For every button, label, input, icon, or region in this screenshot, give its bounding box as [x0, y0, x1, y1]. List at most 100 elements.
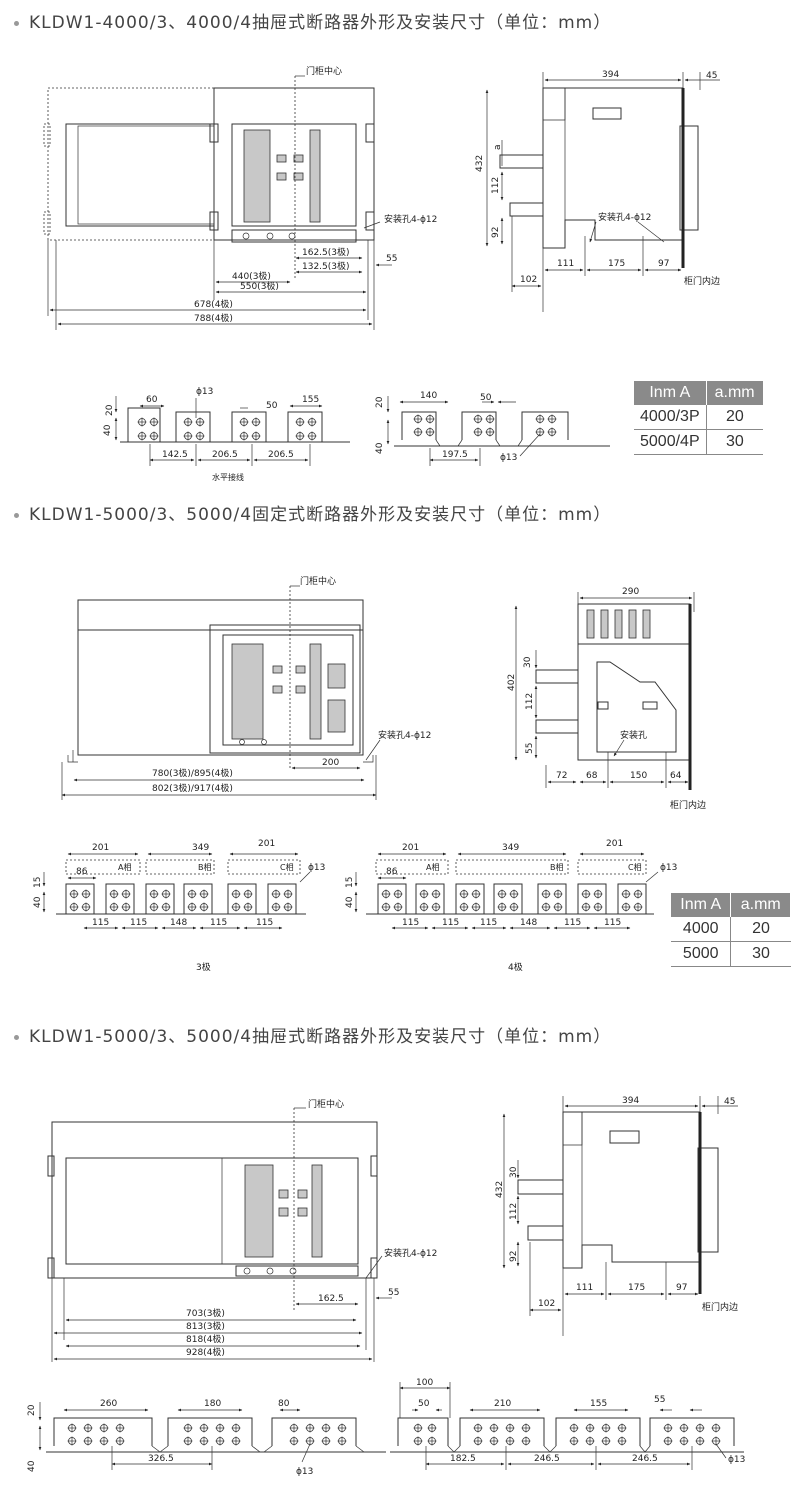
s2-bus4-s0: 115 — [402, 918, 419, 928]
s2-bus4-s4: 115 — [564, 918, 581, 928]
s2-bus4-phi13: ϕ13 — [660, 863, 677, 873]
section-title-3: KLDW1-5000/3、5000/4抽屉式断路器外形及安装尺寸（单位：mm） — [14, 1022, 611, 1047]
s3-bus-180: 180 — [204, 1399, 221, 1409]
s3-dim-162: 162.5 — [318, 1294, 344, 1304]
s2-bus3-349: 349 — [192, 843, 209, 853]
s1-side-432: 432 — [475, 155, 485, 172]
s1-dim-550: 550(3极) — [240, 280, 279, 292]
s2-dim-780: 780(3极)/895(4极) — [152, 767, 233, 779]
s1-side-door-edge: 柜门内边 — [684, 275, 720, 287]
s1-dim-162: 162.5(3极) — [302, 246, 350, 258]
s2-table-header-inm: Inm A — [671, 893, 732, 917]
s2-bus3-phase-b: B相 — [198, 862, 212, 872]
s1-busb-40: 40 — [375, 442, 385, 454]
s1-side-a: a — [493, 144, 503, 150]
s3-bus-20: 20 — [27, 1404, 37, 1416]
s3-front-view: 门柜中心 安装孔4-ϕ12 162.5 703(3极) 813(3极) 818(… — [47, 1098, 437, 1362]
s3-bus-40: 40 — [27, 1460, 37, 1472]
s2-side-290: 290 — [622, 587, 639, 597]
s2-bus4-phase-a: A相 — [426, 862, 439, 872]
s1-busb-20: 20 — [375, 396, 385, 408]
bullet-icon — [14, 20, 19, 26]
s1-table-header-inm: Inm A — [634, 381, 707, 405]
s3-side-112: 112 — [509, 1203, 519, 1220]
s1-front-view: 门柜中心 安装孔4-ϕ12 162.5(3极) 132.5(3极) 440(3极… — [43, 65, 437, 330]
s2-bus4-349: 349 — [502, 843, 519, 853]
s2-bus3-phase-a: A相 — [118, 862, 131, 872]
s2-bus4-201a: 201 — [402, 843, 419, 853]
s2-side-door-edge: 柜门内边 — [670, 799, 706, 811]
s2-bus3-phi13: ϕ13 — [308, 863, 325, 873]
s3-dim-928: 928(4极) — [186, 1346, 225, 1358]
s3-side-432: 432 — [495, 1181, 505, 1198]
s3-side-30: 30 — [509, 1166, 519, 1178]
s3-dim-703: 703(3极) — [186, 1307, 225, 1319]
s3-side-102: 102 — [538, 1299, 555, 1309]
s3-dim-813: 813(3极) — [186, 1320, 225, 1332]
bullet-icon — [14, 512, 19, 518]
s2-busbar-3pole: 15 40 201 349 201 86 A相 B相 C相 ϕ13 115 11… — [33, 839, 325, 973]
s2-bus3-s4: 115 — [256, 918, 273, 928]
s2-bus3-s1: 115 — [130, 918, 147, 928]
s1-side-111: 111 — [557, 259, 574, 269]
s1-side-45: 45 — [706, 71, 717, 81]
s1-busbar-right: 20 40 140 50 197.5 ϕ13 — [375, 391, 610, 466]
s2-bus3-phase-c: C相 — [280, 862, 294, 872]
s1-dim-440: 440(3极) — [232, 270, 271, 282]
s2-bus4-15: 15 — [345, 877, 355, 888]
s1-bus-60: 60 — [146, 395, 158, 405]
s2-bus3-40: 40 — [33, 896, 43, 908]
s2-bus3-201a: 201 — [92, 843, 109, 853]
s2-bus4-label: 4极 — [508, 961, 523, 973]
s2-bus4-phase-c: C相 — [628, 862, 642, 872]
s3-bus-210: 210 — [494, 1399, 511, 1409]
s3-busbar-right: 100 50 210 155 55 182.5 246.5 246.5 ϕ13 — [390, 1378, 745, 1470]
section-title-1: KLDW1-4000/3、4000/4抽屉式断路器外形及安装尺寸（单位：mm） — [14, 8, 611, 33]
s2-dim-200: 200 — [322, 758, 339, 768]
s1-dim-788: 788(4极) — [194, 312, 233, 324]
s1-side-102: 102 — [520, 275, 537, 285]
s1-mount-hole-label: 安装孔4-ϕ12 — [384, 213, 437, 225]
s3-busbar-left: 20 40 260 180 80 326.5 ϕ13 — [27, 1399, 386, 1477]
s3-bus-50: 50 — [418, 1399, 430, 1409]
s1-bus-40: 40 — [103, 424, 113, 436]
s2-bus4-phase-b: B相 — [550, 862, 564, 872]
s2-side-402: 402 — [507, 674, 517, 691]
s2-dim-802: 802(3极)/917(4极) — [152, 782, 233, 794]
s3-bus-155: 155 — [590, 1399, 607, 1409]
s2-bus3-label: 3极 — [196, 961, 211, 973]
s3-bus-246b: 246.5 — [632, 1454, 658, 1464]
s2-side-72: 72 — [556, 771, 567, 781]
s1-dim-132: 132.5(3极) — [302, 260, 350, 272]
s1-side-97: 97 — [658, 259, 669, 269]
s1-door-center-label: 门柜中心 — [306, 65, 342, 77]
s3-bus-246a: 246.5 — [534, 1454, 560, 1464]
s1-side-92: 92 — [491, 227, 501, 238]
s1-side-394: 394 — [602, 70, 619, 80]
s2-bus3-201b: 201 — [258, 839, 275, 849]
s2-side-112: 112 — [525, 693, 535, 710]
s1-bus-155: 155 — [302, 395, 319, 405]
s3-bus-80: 80 — [278, 1399, 290, 1409]
s1-bus-50: 50 — [266, 401, 278, 411]
s1-table-header-a: a.mm — [706, 381, 764, 405]
s2-bus3-86: 86 — [76, 867, 88, 877]
s3-side-394: 394 — [622, 1096, 639, 1106]
s2-bus4-s2: 115 — [480, 918, 497, 928]
bullet-icon — [14, 1034, 19, 1040]
s1-bus-142: 142.5 — [162, 450, 188, 460]
s1-bus-206b: 206.5 — [268, 450, 294, 460]
s1-side-view: 394 45 432 a 112 92 111 175 97 102 安装孔4-… — [475, 70, 720, 312]
s1-busb-140: 140 — [420, 391, 437, 401]
s1-busbar-left: 20 40 60 ϕ13 50 155 142.5 206.5 206.5 水平… — [103, 387, 350, 482]
s3-side-111: 111 — [576, 1283, 593, 1293]
s1-bus-horizontal: 水平接线 — [212, 472, 244, 482]
s3-mount-hole: 安装孔4-ϕ12 — [384, 1247, 437, 1259]
s2-front-view: 门柜中心 安装孔4-ϕ12 200 780(3极)/895(4极) 802(3极… — [61, 575, 431, 800]
s1-side-112: 112 — [491, 177, 501, 194]
